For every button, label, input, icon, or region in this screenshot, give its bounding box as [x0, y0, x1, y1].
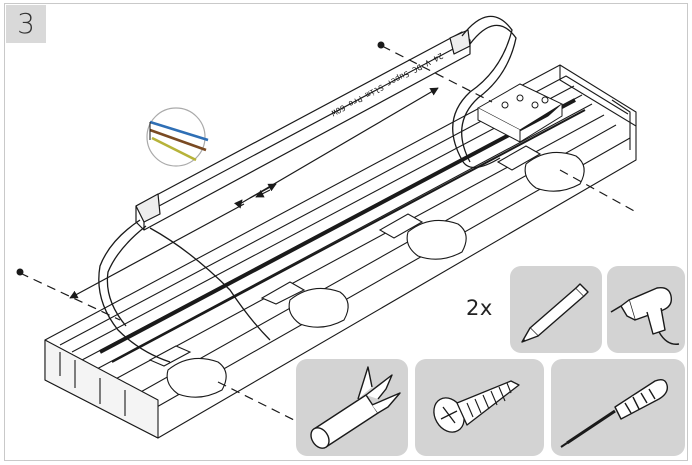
tool-tile-wall-plug: [296, 359, 408, 456]
quantity-label: 2x: [466, 296, 493, 320]
driver-label-text: 24 V DC Super Slim Pro 60W: [330, 51, 445, 118]
screw-axis-lines: [19, 45, 637, 423]
drill-points: [16, 41, 385, 276]
driver-wires: [98, 15, 517, 363]
tool-tile-drill: [607, 266, 685, 353]
screwdriver-icon: [560, 378, 669, 448]
spot-modules: [148, 145, 585, 398]
pencil-icon: [521, 283, 589, 343]
mains-cable-callout: [146, 107, 209, 167]
step-number-badge: 3: [6, 5, 46, 43]
driver-label: 24 V DC Super Slim Pro 60W: [330, 51, 445, 118]
step-number: 3: [17, 7, 35, 40]
wall-plug-icon: [310, 366, 401, 449]
screw-icon: [433, 380, 520, 433]
drill-icon: [610, 286, 680, 345]
tool-tile-screw: [415, 359, 544, 456]
tool-tile-screwdriver: [551, 359, 685, 456]
dimension-arrows: [69, 87, 439, 299]
terminal-block: [476, 83, 564, 143]
tool-tile-pencil: [510, 266, 602, 353]
